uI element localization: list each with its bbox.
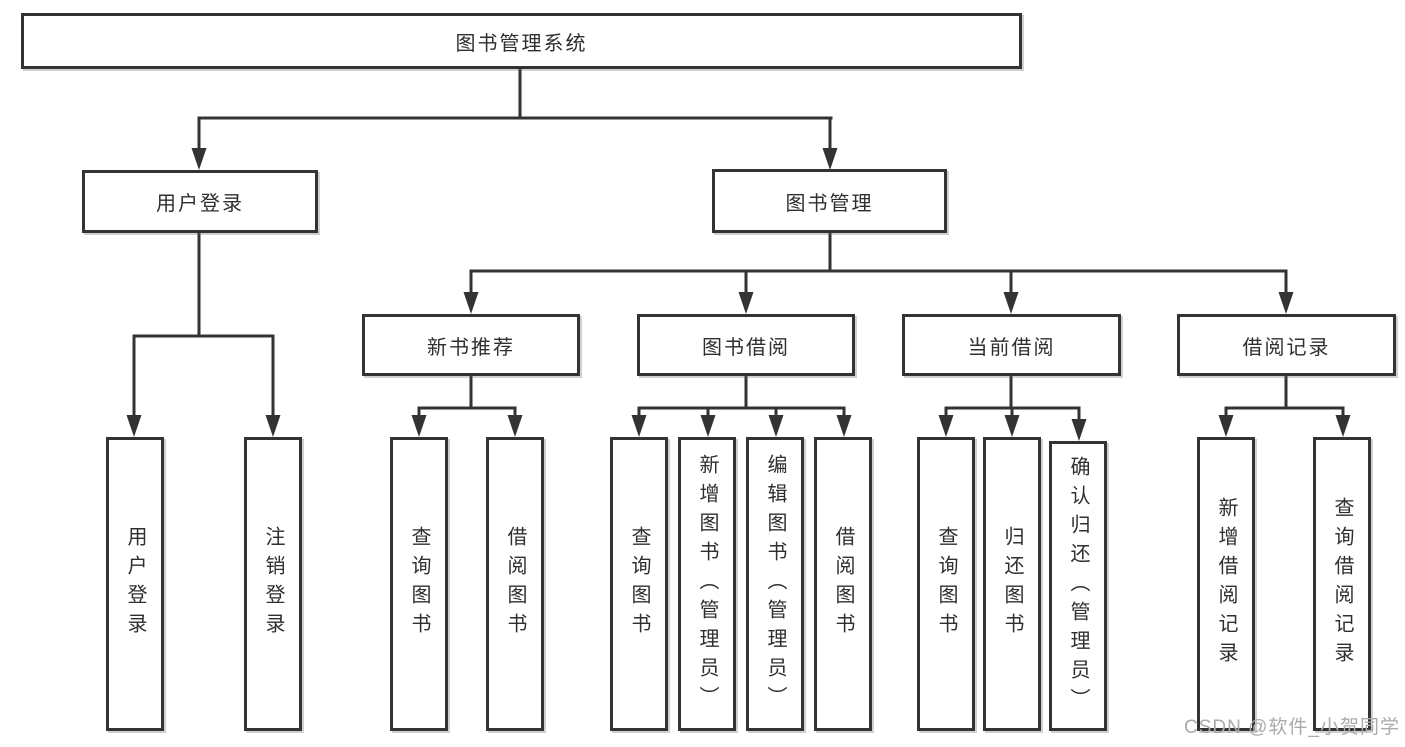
leaf-query-borrow-record-label: 查询借阅记录 — [1331, 497, 1353, 671]
leaf-confirm-return-admin: 确认归还（管理员） — [1049, 441, 1107, 731]
leaf-logout: 注销登录 — [244, 437, 302, 731]
leaf-add-borrow-record-label: 新增借阅记录 — [1215, 497, 1237, 671]
leaf-add-borrow-record: 新增借阅记录 — [1197, 437, 1255, 731]
leaf-return-books-label: 归还图书 — [1001, 526, 1023, 642]
leaf-query-books-current: 查询图书 — [917, 437, 975, 731]
node-current-borrow: 当前借阅 — [902, 314, 1121, 376]
node-user-login-label: 用户登录 — [156, 193, 244, 215]
watermark: CSDN @软件_小贺同学 — [1184, 717, 1400, 738]
leaf-query-books-borrow-label: 查询图书 — [628, 526, 650, 642]
leaf-borrow-books-borrow: 借阅图书 — [814, 437, 872, 731]
leaf-query-borrow-record: 查询借阅记录 — [1313, 437, 1371, 731]
node-new-book-recommend-label: 新书推荐 — [427, 336, 515, 359]
node-user-login: 用户登录 — [82, 170, 318, 233]
node-borrow-records-label: 借阅记录 — [1242, 336, 1331, 359]
leaf-edit-book-admin: 编辑图书（管理员） — [746, 437, 804, 731]
leaf-user-login: 用户登录 — [106, 437, 164, 731]
node-borrow-records: 借阅记录 — [1177, 314, 1396, 376]
leaf-borrow-books-recommend: 借阅图书 — [486, 437, 544, 731]
node-book-management: 图书管理 — [712, 169, 947, 233]
node-root-label: 图书管理系统 — [455, 32, 588, 55]
leaf-borrow-books-borrow-label: 借阅图书 — [832, 526, 854, 642]
leaf-add-book-admin: 新增图书（管理员） — [678, 437, 736, 731]
leaf-edit-book-admin-label: 编辑图书（管理员） — [764, 453, 786, 715]
leaf-query-books-recommend-label: 查询图书 — [408, 526, 430, 642]
node-new-book-recommend: 新书推荐 — [362, 314, 580, 376]
leaf-return-books: 归还图书 — [983, 437, 1041, 731]
node-current-borrow-label: 当前借阅 — [967, 336, 1056, 359]
leaf-query-books-recommend: 查询图书 — [390, 437, 448, 731]
node-root: 图书管理系统 — [21, 13, 1022, 69]
leaf-query-books-borrow: 查询图书 — [610, 437, 668, 731]
leaf-borrow-books-recommend-label: 借阅图书 — [504, 526, 526, 642]
leaf-user-login-label: 用户登录 — [124, 526, 146, 642]
leaf-query-books-current-label: 查询图书 — [935, 526, 957, 642]
leaf-add-book-admin-label: 新增图书（管理员） — [696, 453, 718, 715]
leaf-confirm-return-admin-label: 确认归还（管理员） — [1067, 455, 1089, 717]
node-book-management-label: 图书管理 — [785, 192, 874, 215]
leaf-logout-label: 注销登录 — [262, 526, 284, 642]
node-book-borrow: 图书借阅 — [637, 314, 855, 376]
node-book-borrow-label: 图书借阅 — [702, 336, 790, 359]
